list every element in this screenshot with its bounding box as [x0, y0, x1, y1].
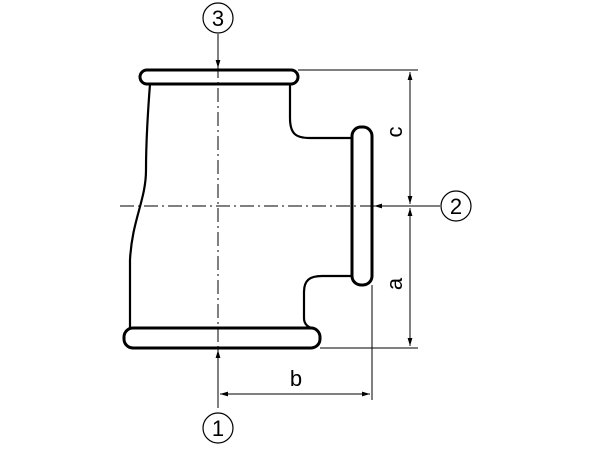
port-1-label: 1 — [212, 416, 224, 441]
port-leaders — [215, 34, 440, 408]
port-2-label: 2 — [450, 194, 462, 219]
body-right-lower — [302, 274, 352, 330]
port-2-circle — [440, 190, 472, 222]
dimension-c-label: c — [382, 127, 407, 138]
top-bead — [138, 68, 300, 86]
bottom-bead — [122, 326, 322, 350]
dimension-b-label: b — [290, 366, 302, 391]
fitting-body — [122, 68, 374, 350]
extension-lines — [217, 69, 418, 400]
port-3-label: 3 — [212, 6, 224, 31]
dimension-a-label: a — [382, 277, 407, 290]
body-left-wall — [128, 83, 152, 328]
centre-lines — [120, 40, 372, 348]
dimension-lines — [220, 72, 413, 397]
port-markers — [202, 2, 472, 444]
body-right-upper — [288, 84, 352, 140]
port-3-circle — [202, 2, 234, 34]
port-1-circle — [202, 412, 234, 444]
